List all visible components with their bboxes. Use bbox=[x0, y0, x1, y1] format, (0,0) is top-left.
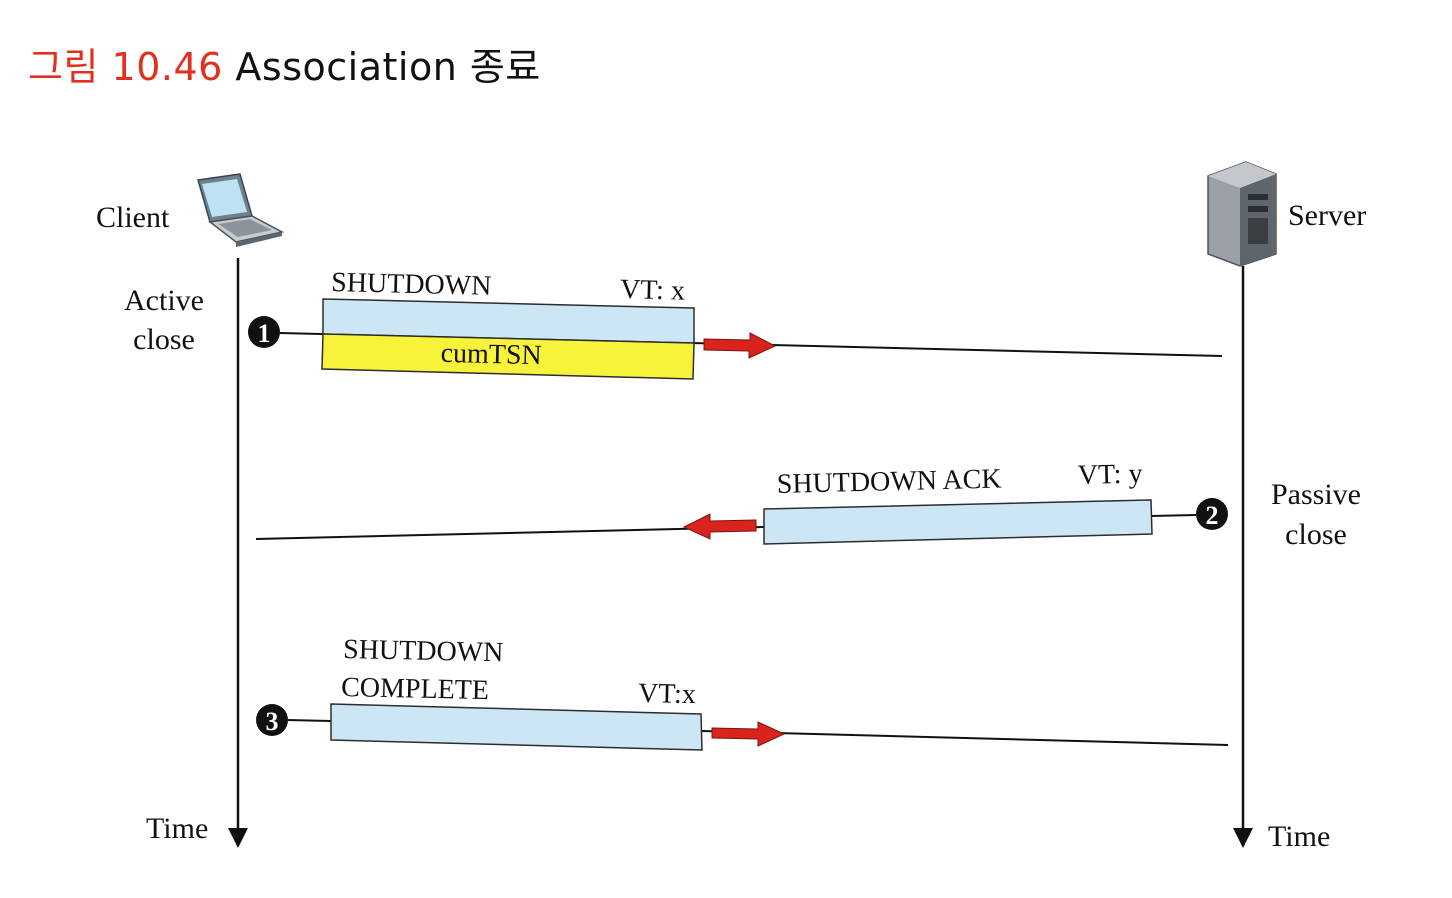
step-1-shutdown: 1 SHUTDOWN VT: x cumTSN bbox=[248, 267, 1223, 380]
step-3-message-line-right bbox=[701, 730, 1229, 746]
shutdown-complete-chunk bbox=[330, 703, 703, 751]
cumtsn-field bbox=[321, 333, 695, 380]
caption-number: 10.46 bbox=[111, 45, 223, 89]
server-tower-icon bbox=[1207, 161, 1277, 267]
passive-close-line2: close bbox=[1285, 518, 1347, 551]
step-1-vt-label: VT: x bbox=[620, 274, 685, 307]
step-3-vt-label: VT:x bbox=[638, 678, 696, 710]
step-3-shutdown-complete: 3 SHUTDOWN COMPLETE VT:x bbox=[256, 634, 1229, 751]
caption-title: Association 종료 bbox=[235, 45, 541, 89]
step-2-direction-arrow bbox=[682, 513, 757, 540]
step-2-vt-label: VT: y bbox=[1077, 458, 1142, 491]
laptop-icon bbox=[197, 173, 285, 247]
step-2-marker bbox=[1196, 498, 1228, 530]
step-1-chunk-label: SHUTDOWN bbox=[331, 267, 492, 302]
client-time-label: Time bbox=[146, 812, 208, 845]
server-label: Server bbox=[1288, 199, 1366, 232]
step-3-message-line-left bbox=[286, 719, 332, 722]
server-time-label: Time bbox=[1268, 820, 1330, 853]
step-2-message-line-right bbox=[1150, 514, 1197, 517]
step-3-marker bbox=[256, 704, 288, 736]
step-2-number: 2 bbox=[1206, 501, 1219, 530]
active-close-line1: Active bbox=[124, 284, 204, 317]
client-label: Client bbox=[96, 201, 170, 234]
step-3-chunk-label-line2: COMPLETE bbox=[341, 672, 489, 706]
step-2-shutdown-ack: 2 SHUTDOWN ACK VT: y bbox=[255, 458, 1228, 545]
step-3-chunk-label-line1: SHUTDOWN bbox=[343, 634, 504, 668]
shutdown-ack-chunk bbox=[763, 499, 1153, 545]
step-1-direction-arrow bbox=[703, 332, 777, 359]
figure-caption: 그림 10.46 Association 종료 bbox=[28, 36, 541, 91]
step-3-direction-arrow bbox=[711, 721, 786, 747]
step-1-number: 1 bbox=[258, 319, 271, 348]
step-2-chunk-label: SHUTDOWN ACK bbox=[776, 464, 1001, 500]
step-1-field-label: cumTSN bbox=[440, 338, 542, 371]
active-close-line2: close bbox=[133, 323, 195, 356]
caption-prefix: 그림 bbox=[28, 45, 99, 89]
step-2-message-line-left bbox=[255, 526, 765, 540]
step-3-number: 3 bbox=[266, 707, 279, 736]
passive-close-line1: Passive bbox=[1271, 478, 1361, 511]
step-1-marker bbox=[248, 316, 280, 348]
